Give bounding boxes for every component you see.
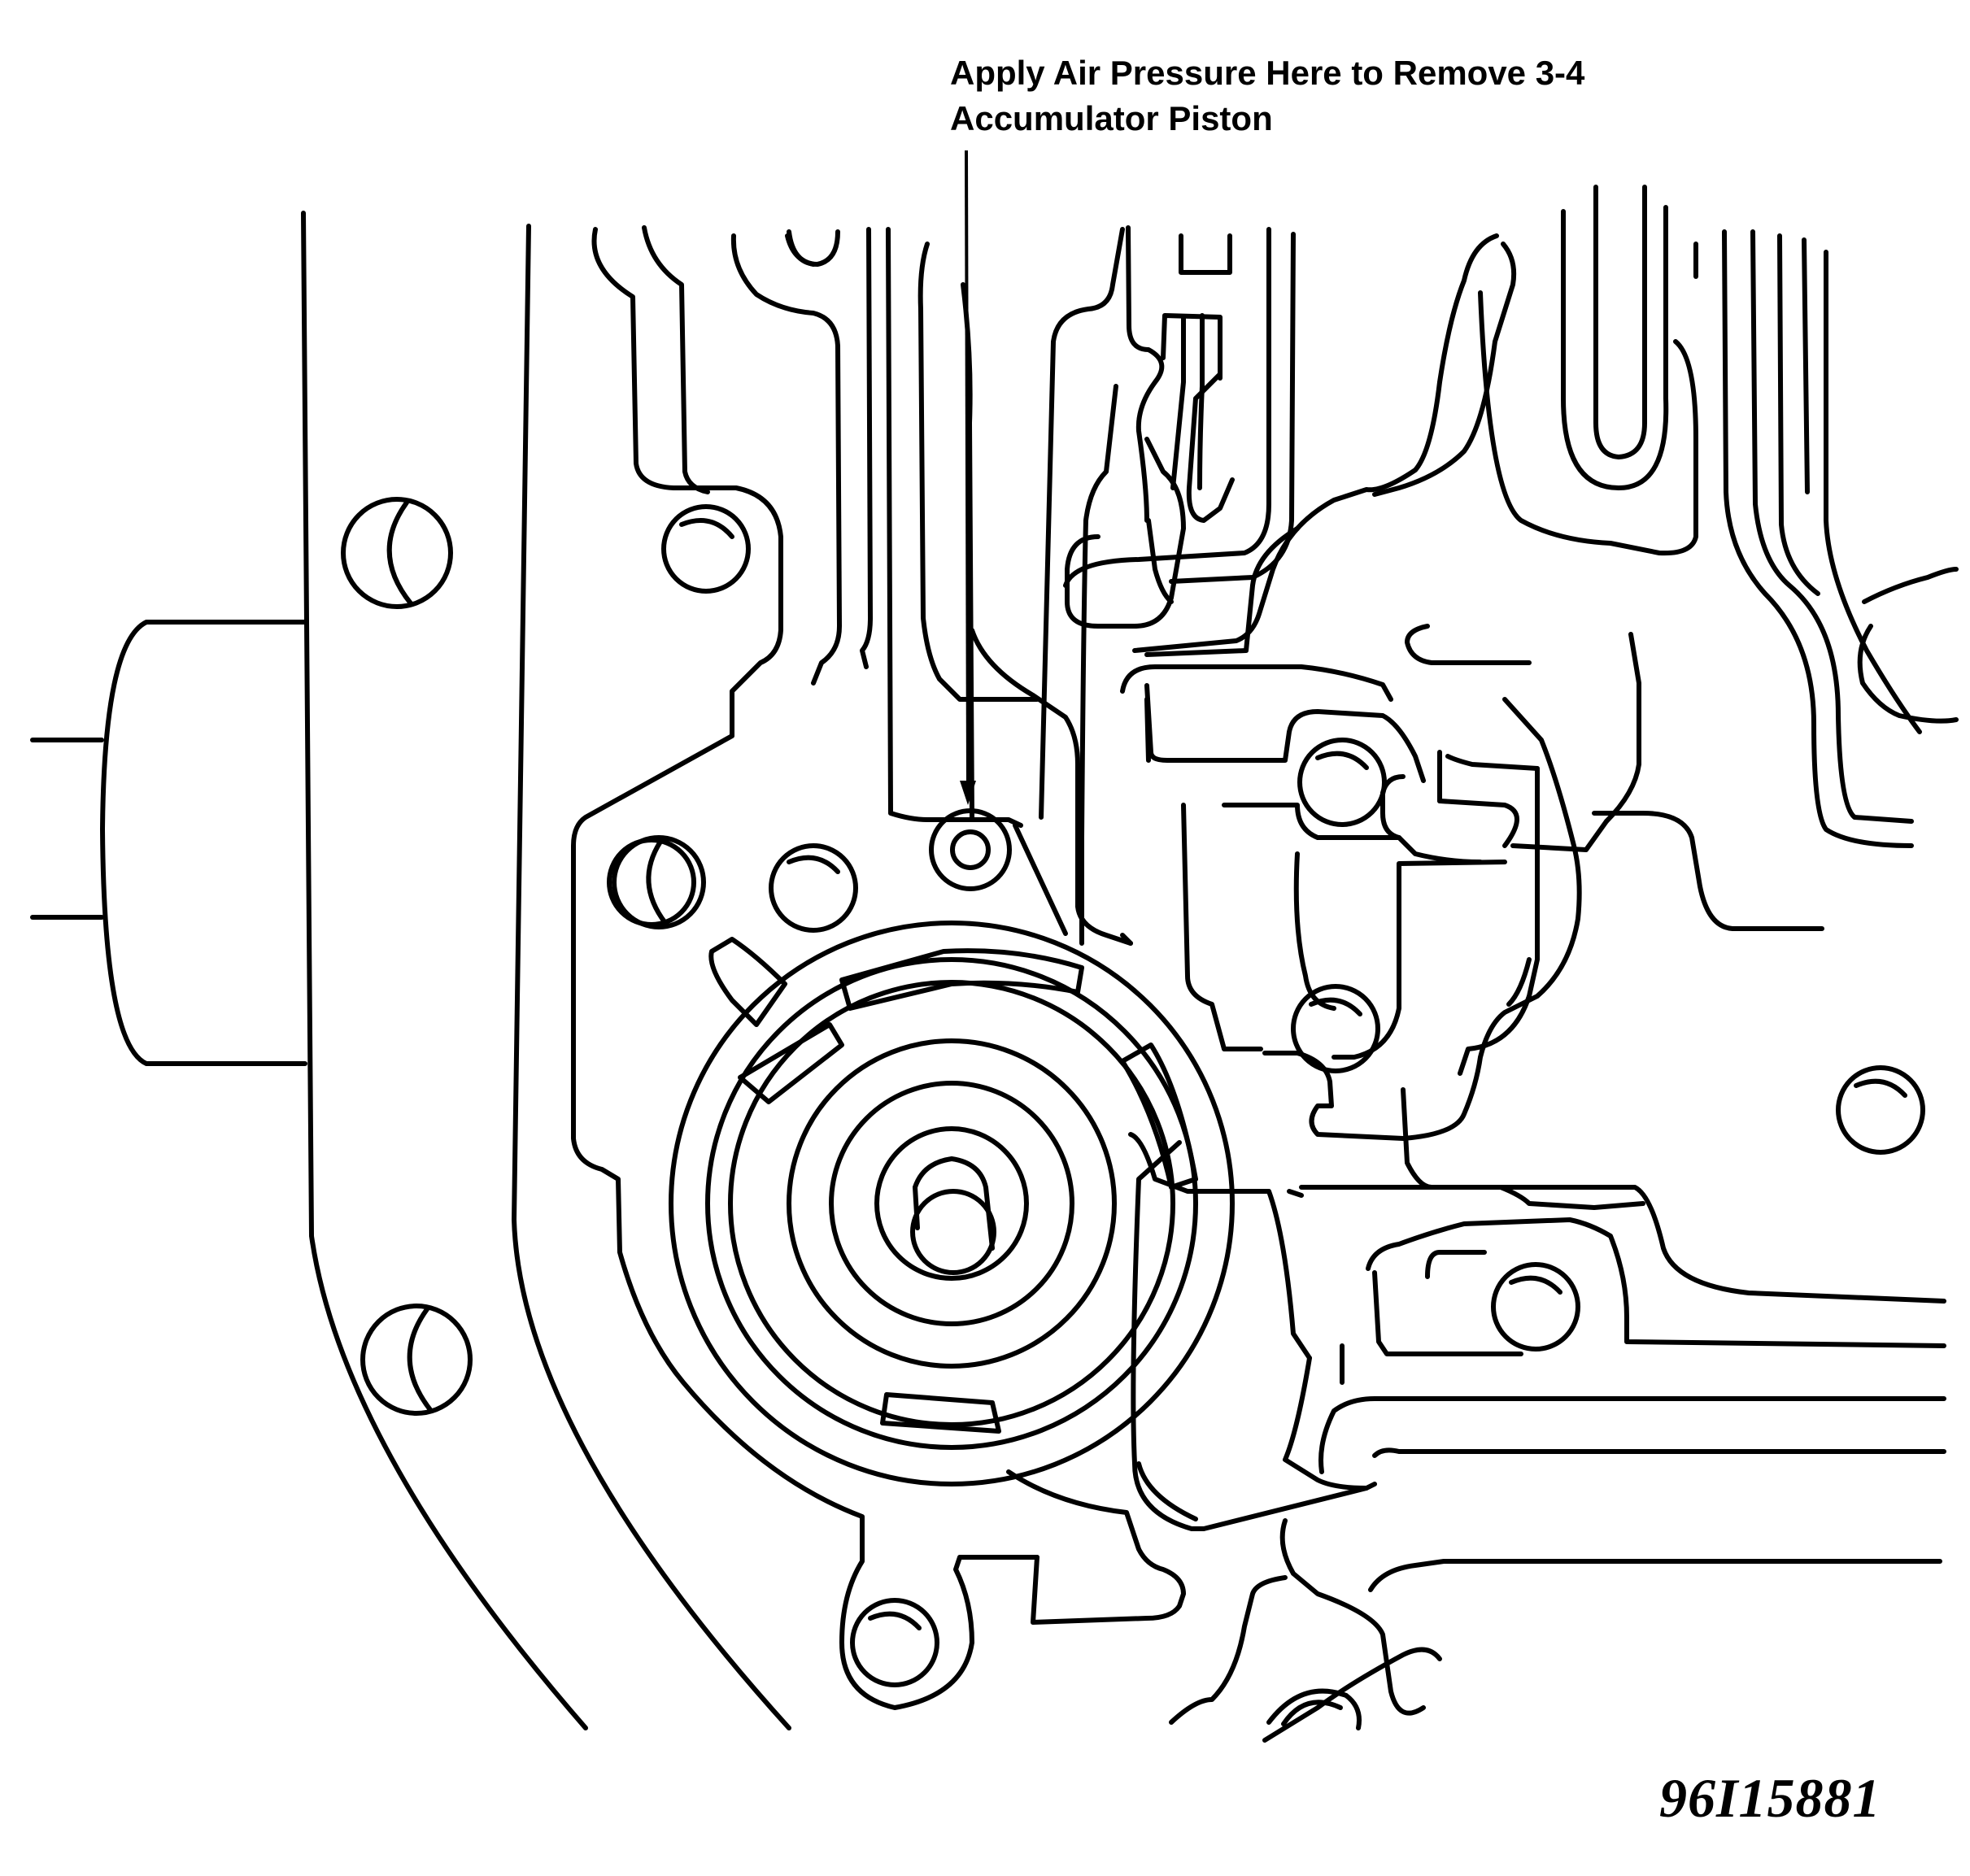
callout-line-2: Accumulator Piston <box>950 99 1273 137</box>
case-outline <box>301 211 791 1730</box>
figure-id: 96I15881 <box>1659 1767 1881 1829</box>
electrical-connector <box>30 620 307 1066</box>
lower-oil-passages <box>1006 1087 1946 1743</box>
accumulator-assembly <box>669 921 1235 1486</box>
callout-line-1: Apply Air Pressure Here to Remove 3-4 <box>950 54 1585 92</box>
separator-plate <box>571 225 1133 1710</box>
right-oil-passages <box>1132 185 1959 848</box>
air-pressure-port <box>929 808 1012 891</box>
top-arc-feature <box>785 233 816 267</box>
plate-bolt-holes <box>607 504 1925 1687</box>
callout-arrow <box>960 150 976 805</box>
bottom-arc-features <box>1266 1688 1362 1730</box>
case-bolt-holes <box>341 497 473 1416</box>
left-plate-bolt-hole <box>612 835 706 929</box>
callout-label: Apply Air Pressure Here to Remove 3-4 Ac… <box>950 50 1584 141</box>
mid-valve-bores <box>1120 526 1824 1141</box>
